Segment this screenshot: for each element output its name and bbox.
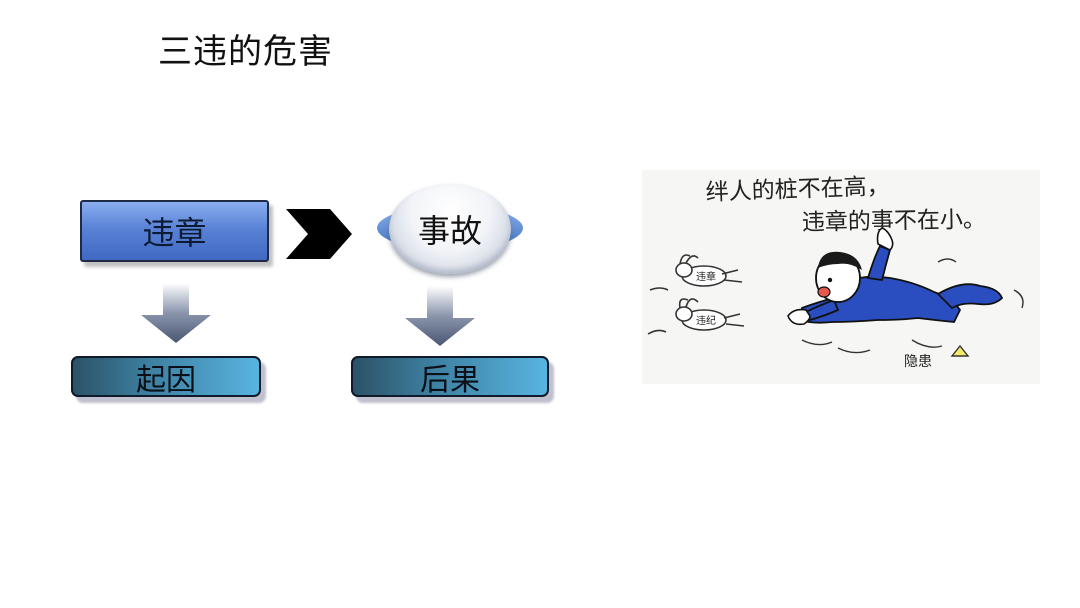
arrow-down-icon [405,286,475,346]
cartoon-caption-line1: 绊人的桩不在高， [705,174,890,206]
hazard-label: 隐患 [904,354,932,370]
rabbit-discipline-label: 违纪 [696,315,716,327]
falling-man-drawing [787,227,1024,354]
cause-box: 起因 [71,356,261,398]
rabbit-violation-drawing [649,254,743,291]
chevron-right-icon [286,209,352,259]
violation-box: 违章 [80,200,269,262]
consequence-box: 后果 [351,356,549,398]
rabbit-discipline-drawing [647,298,745,335]
accident-label: 事故 [389,184,511,274]
cartoon-illustration: 绊人的桩不在高， 违章的事不在小。 违章 违纪 [642,170,1040,384]
accident-node: 事故 [377,184,523,274]
rabbit-violation-label: 违章 [696,270,716,283]
slide-title: 三违的危害 [158,32,333,72]
hazard-stake-drawing [950,344,970,357]
cartoon-caption-line2: 违章的事不在小。 [802,207,986,236]
arrow-down-icon [141,283,211,343]
